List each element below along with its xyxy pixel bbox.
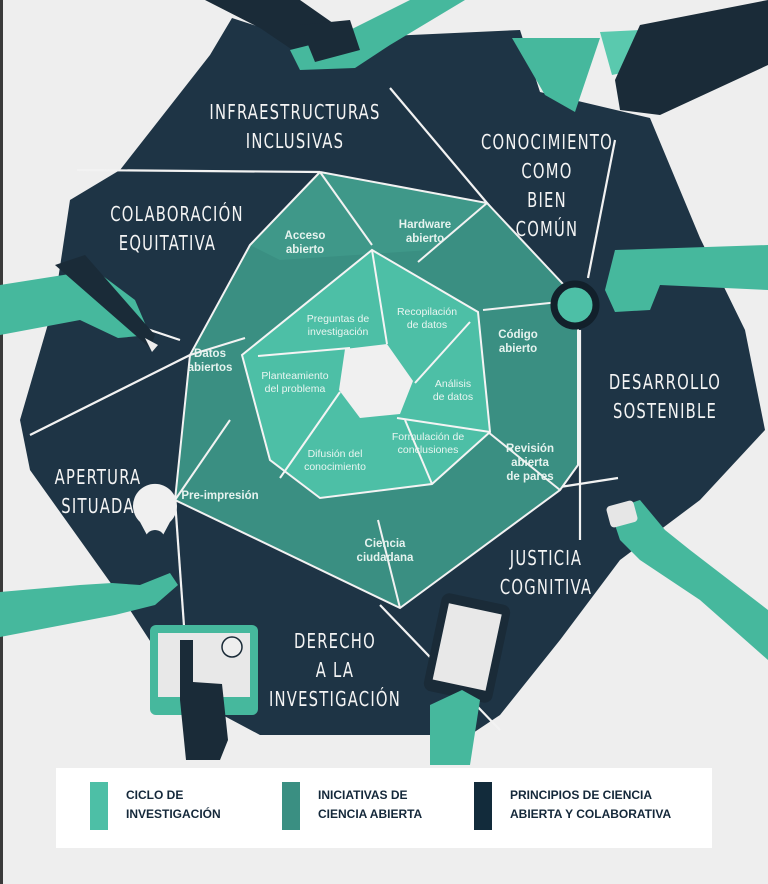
principle-line: EQUITATIVA [118, 231, 217, 255]
legend-label: INICIATIVAS DE CIENCIA ABIERTA [318, 786, 422, 824]
initiative-line: abiertos [187, 362, 233, 374]
initiative-revision-abierta-de-pares: Revisión abierta de pares [495, 442, 565, 484]
page-edge [0, 0, 3, 884]
legend-line: INICIATIVAS DE [318, 788, 408, 802]
legend-swatch-cycle [90, 782, 108, 830]
cycle-line: Planteamiento [261, 370, 329, 382]
principle-apertura-situada: APERTURA SITUADA [49, 463, 147, 521]
cycle-planteamiento-del-problema: Planteamiento del problema [250, 370, 340, 396]
principle-line: COGNITIVA [499, 575, 593, 599]
handshake-illustration [205, 0, 465, 70]
cycle-line: Preguntas de [306, 313, 370, 325]
legend-line: ABIERTA Y COLABORATIVA [510, 807, 672, 821]
legend-line: CIENCIA ABIERTA [318, 807, 423, 821]
pen-hand-illustration [0, 255, 158, 352]
initiative-line: de pares [506, 471, 554, 483]
legend-swatch-initiatives [282, 782, 300, 830]
initiative-line: abierto [405, 233, 445, 245]
initiative-line: abierto [498, 343, 538, 355]
cycle-line: Difusión del [307, 448, 363, 460]
principle-line: A LA [315, 658, 355, 682]
legend: CICLO DE INVESTIGACIÓN INICIATIVAS DE CI… [56, 768, 712, 848]
principle-line: SOSTENIBLE [612, 399, 718, 423]
magnifier-hand-illustration [550, 245, 768, 330]
principle-colaboracion-equitativa: COLABORACIÓN EQUITATIVA [107, 200, 246, 258]
legend-swatch-principles [474, 782, 492, 830]
initiative-line: abierta [511, 457, 549, 469]
initiative-divider-lines [173, 171, 579, 610]
legend-line: CICLO DE [126, 788, 184, 802]
phone-hand-illustration [423, 593, 511, 765]
initiatives-facet [250, 172, 487, 260]
initiative-line: Datos [194, 348, 226, 360]
tablet-hand-illustration [150, 625, 258, 760]
initiative-ciencia-ciudadana: Ciencia ciudadana [345, 537, 425, 565]
initiative-line: Pre-impresión [181, 490, 259, 502]
principle-line: JUSTICIA [509, 546, 583, 570]
principle-line: COLABORACIÓN [110, 202, 244, 226]
cycle-line: Formulación de [391, 431, 465, 443]
legend-line: INVESTIGACIÓN [126, 807, 221, 821]
principle-line: COMO [521, 159, 573, 183]
initiative-line: Hardware [398, 219, 452, 231]
cycle-divider-lines [240, 248, 492, 500]
cycle-analisis-de-datos: Análisis de datos [418, 378, 488, 404]
location-hand-illustration [0, 483, 178, 637]
principle-line: APERTURA [54, 465, 142, 489]
cycle-preguntas-de-investigacion: Preguntas de investigación [290, 313, 386, 339]
legend-label: PRINCIPIOS DE CIENCIA ABIERTA Y COLABORA… [510, 786, 671, 824]
cycle-line: conocimiento [304, 461, 366, 473]
cycle-line: Recopilación [396, 306, 458, 318]
principle-line: COMÚN [515, 217, 579, 241]
principle-line: CONOCIMIENTO [480, 130, 614, 154]
book-hand-illustration [512, 0, 768, 115]
principle-line: INCLUSIVAS [245, 129, 345, 153]
principle-desarrollo-sostenible: DESARROLLO SOSTENIBLE [599, 368, 730, 426]
cycle-line: del problema [264, 383, 326, 395]
cycle-line: investigación [307, 326, 369, 338]
legend-line: PRINCIPIOS DE CIENCIA [510, 788, 653, 802]
initiative-line: Revisión [506, 443, 554, 455]
initiative-datos-abiertos: Datos abiertos [177, 347, 243, 375]
initiative-codigo-abierto: Código abierto [483, 328, 553, 356]
principle-conocimiento-como-bien-comun: CONOCIMIENTO COMO BIEN COMÚN [477, 128, 616, 244]
principle-line: DESARROLLO [608, 370, 722, 394]
cycle-formulacion-de-conclusiones: Formulación de conclusiones [378, 431, 478, 457]
cycle-line: Análisis [434, 378, 472, 390]
principle-line: DERECHO [294, 629, 376, 653]
cycle-line: conclusiones [397, 444, 459, 456]
initiative-acceso-abierto: Acceso abierto [265, 229, 345, 257]
initiative-line: Acceso [284, 230, 326, 242]
initiative-line: Código [498, 329, 538, 341]
initiative-line: abierto [285, 244, 325, 256]
legend-label: CICLO DE INVESTIGACIÓN [126, 786, 221, 824]
principle-line: BIEN [527, 188, 567, 212]
initiative-hardware-abierto: Hardware abierto [380, 218, 470, 246]
principle-line: INVESTIGACIÓN [268, 687, 402, 711]
principle-derecho-a-la-investigacion: DERECHO A LA INVESTIGACIÓN [261, 627, 409, 714]
cycle-difusion-del-conocimiento: Difusión del conocimiento [292, 448, 378, 474]
principle-justicia-cognitiva: JUSTICIA COGNITIVA [497, 544, 595, 602]
cycle-line: de datos [432, 391, 474, 403]
initiative-line: ciudadana [356, 552, 414, 564]
principle-line: INFRAESTRUCTURAS [209, 100, 381, 124]
initiative-line: Ciencia [364, 538, 406, 550]
principle-infraestructuras-inclusivas: INFRAESTRUCTURAS INCLUSIVAS [209, 98, 381, 156]
initiative-pre-impresion: Pre-impresión [170, 489, 270, 503]
cycle-recopilacion-de-datos: Recopilación de datos [382, 306, 472, 332]
scissors-hand-illustration [606, 500, 768, 660]
center-hexagon [339, 344, 413, 418]
principle-line: SITUADA [61, 494, 135, 518]
cycle-line: de datos [406, 319, 448, 331]
